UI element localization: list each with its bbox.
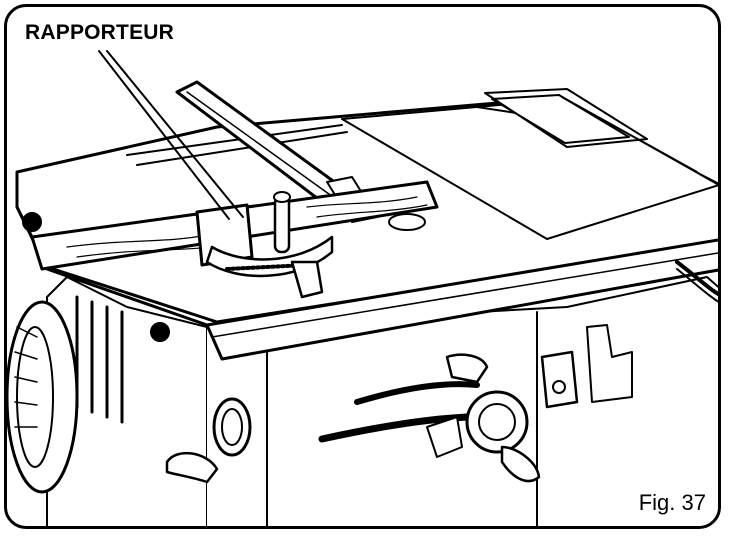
miter-gauge [195, 191, 334, 299]
figure-frame: RAPPORTEUR Fig. 37 [4, 4, 721, 529]
wheel [7, 300, 79, 494]
callout-leader-lines [98, 50, 244, 220]
table-locks [22, 212, 170, 342]
figure-caption: Fig. 37 [638, 490, 706, 515]
front-controls [165, 324, 633, 484]
table-saw-illustration [7, 50, 718, 526]
power-cord [675, 260, 718, 303]
callout-label: RAPPORTEUR [25, 21, 175, 44]
